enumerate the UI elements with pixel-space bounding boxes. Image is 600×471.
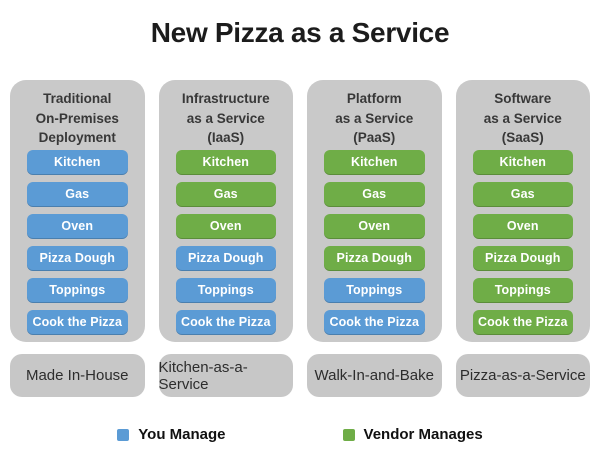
service-item-toppings: Toppings — [175, 277, 276, 303]
column-header-line: Software — [494, 91, 552, 106]
column-header-line: Traditional — [43, 91, 112, 106]
column-header: Platform as a Service (PaaS) — [324, 89, 425, 148]
column-items: Kitchen Gas Oven Pizza Dough Toppings Co… — [175, 149, 276, 335]
column-header-line: as a Service — [335, 110, 414, 126]
service-item-cook-the-pizza: Cook the Pizza — [175, 309, 276, 335]
column-header-line: On-Premises — [35, 110, 119, 126]
footer-label-made-in-house: Made In-House — [10, 354, 145, 397]
column-header: Traditional On-Premises Deployment — [27, 89, 128, 148]
service-item-gas: Gas — [472, 181, 573, 207]
service-item-cook-the-pizza: Cook the Pizza — [472, 309, 573, 335]
footer-label-walk-in-and-bake: Walk-In-and-Bake — [307, 354, 442, 397]
column-header-line: Platform — [346, 91, 402, 106]
service-item-toppings: Toppings — [27, 277, 128, 303]
columns-row: Traditional On-Premises Deployment Kitch… — [0, 80, 600, 342]
service-item-oven: Oven — [27, 213, 128, 239]
footer-label-kitchen-as-a-service: Kitchen-as-a-Service — [158, 354, 293, 397]
column-header-line: Deployment — [38, 130, 116, 145]
service-item-pizza-dough: Pizza Dough — [472, 245, 573, 271]
column-items: Kitchen Gas Oven Pizza Dough Toppings Co… — [472, 149, 573, 335]
column-items: Kitchen Gas Oven Pizza Dough Toppings Co… — [27, 149, 128, 335]
service-item-pizza-dough: Pizza Dough — [27, 245, 128, 271]
legend-label: Vendor Manages — [363, 426, 483, 443]
service-item-gas: Gas — [324, 181, 425, 207]
service-item-cook-the-pizza: Cook the Pizza — [27, 309, 128, 335]
service-item-cook-the-pizza: Cook the Pizza — [324, 309, 425, 335]
footer-label-pizza-as-a-service: Pizza-as-a-Service — [455, 354, 590, 397]
service-item-gas: Gas — [27, 181, 128, 207]
column-traditional: Traditional On-Premises Deployment Kitch… — [10, 80, 145, 342]
legend-item-vendor-manages: Vendor Manages — [342, 426, 483, 443]
service-item-kitchen: Kitchen — [175, 149, 276, 175]
column-header: Software as a Service (SaaS) — [473, 89, 574, 148]
column-items: Kitchen Gas Oven Pizza Dough Toppings Co… — [324, 149, 425, 335]
footer-labels-row: Made In-House Kitchen-as-a-Service Walk-… — [0, 354, 600, 397]
column-header: Infrastructure as a Service (IaaS) — [176, 89, 277, 148]
column-iaas: Infrastructure as a Service (IaaS) Kitch… — [158, 80, 293, 342]
you-manage-swatch-icon — [117, 428, 130, 441]
service-item-oven: Oven — [324, 213, 425, 239]
service-item-oven: Oven — [175, 213, 276, 239]
service-item-kitchen: Kitchen — [324, 149, 425, 175]
column-saas: Software as a Service (SaaS) Kitchen Gas… — [455, 80, 590, 342]
column-header-line: as a Service — [483, 110, 562, 126]
service-item-oven: Oven — [472, 213, 573, 239]
legend-label: You Manage — [138, 426, 226, 443]
service-item-gas: Gas — [175, 181, 276, 207]
page-title: New Pizza as a Service — [150, 17, 450, 48]
vendor-manages-swatch-icon — [342, 428, 355, 441]
column-header-line: (SaaS) — [501, 130, 544, 145]
column-header-line: as a Service — [186, 110, 265, 126]
column-header-line: Infrastructure — [181, 91, 270, 106]
column-header-line: (PaaS) — [353, 130, 396, 145]
service-item-pizza-dough: Pizza Dough — [324, 245, 425, 271]
service-item-pizza-dough: Pizza Dough — [175, 245, 276, 271]
legend-item-you-manage: You Manage — [117, 426, 226, 443]
service-item-kitchen: Kitchen — [472, 149, 573, 175]
service-item-kitchen: Kitchen — [27, 149, 128, 175]
column-header-line: (IaaS) — [207, 130, 245, 145]
service-item-toppings: Toppings — [472, 277, 573, 303]
service-item-toppings: Toppings — [324, 277, 425, 303]
column-paas: Platform as a Service (PaaS) Kitchen Gas… — [307, 80, 442, 342]
legend: You Manage Vendor Manages — [0, 426, 600, 443]
